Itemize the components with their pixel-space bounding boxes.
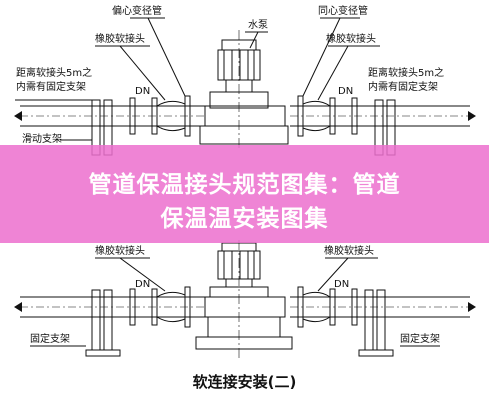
bottom-diagram-title: 软连接安装(二)	[192, 373, 297, 391]
label-sliding-support: 滑动支架	[22, 134, 62, 145]
label-distance-note-right-1: 距离软接头5m之	[368, 68, 445, 79]
label-rubber-joint-top-left: 橡胶软接头	[95, 34, 145, 45]
label-pump: 水泵	[248, 20, 268, 31]
title-banner: 管道保温接头规范图集：管道 保温温安装图集	[0, 145, 489, 243]
label-fixed-support-right: 固定支架	[400, 334, 440, 345]
top-right-pipe	[290, 105, 470, 127]
label-distance-note-left-2: 内需有固定支架	[16, 82, 86, 93]
bottom-flanges	[129, 286, 358, 328]
label-distance-note-left-1: 距离软接头5m之	[16, 68, 93, 79]
label-rubber-joint-top-right: 橡胶软接头	[326, 34, 376, 45]
banner-title-line-2: 保温温安装图集	[160, 206, 329, 232]
top-pump	[199, 30, 289, 150]
label-dn-top-left: DN	[135, 86, 151, 97]
label-dn-bottom-left: DN	[135, 279, 151, 290]
label-fixed-support-left: 固定支架	[30, 334, 70, 345]
top-flanges	[129, 95, 358, 137]
label-rubber-joint-bottom-left: 橡胶软接头	[95, 246, 145, 257]
label-distance-note-right-2: 内需有固定支架	[368, 82, 438, 93]
label-concentric-reducer: 同心变径管	[318, 6, 368, 17]
label-rubber-joint-bottom-right: 橡胶软接头	[324, 246, 374, 257]
banner-title-line-1: 管道保温接头规范图集：管道	[88, 172, 401, 198]
label-dn-top-right: DN	[338, 86, 354, 97]
bottom-right-pipe	[290, 296, 470, 318]
label-dn-bottom-right: DN	[334, 279, 350, 290]
label-eccentric-reducer: 偏心变径管	[112, 6, 162, 17]
bottom-pump	[195, 240, 293, 360]
